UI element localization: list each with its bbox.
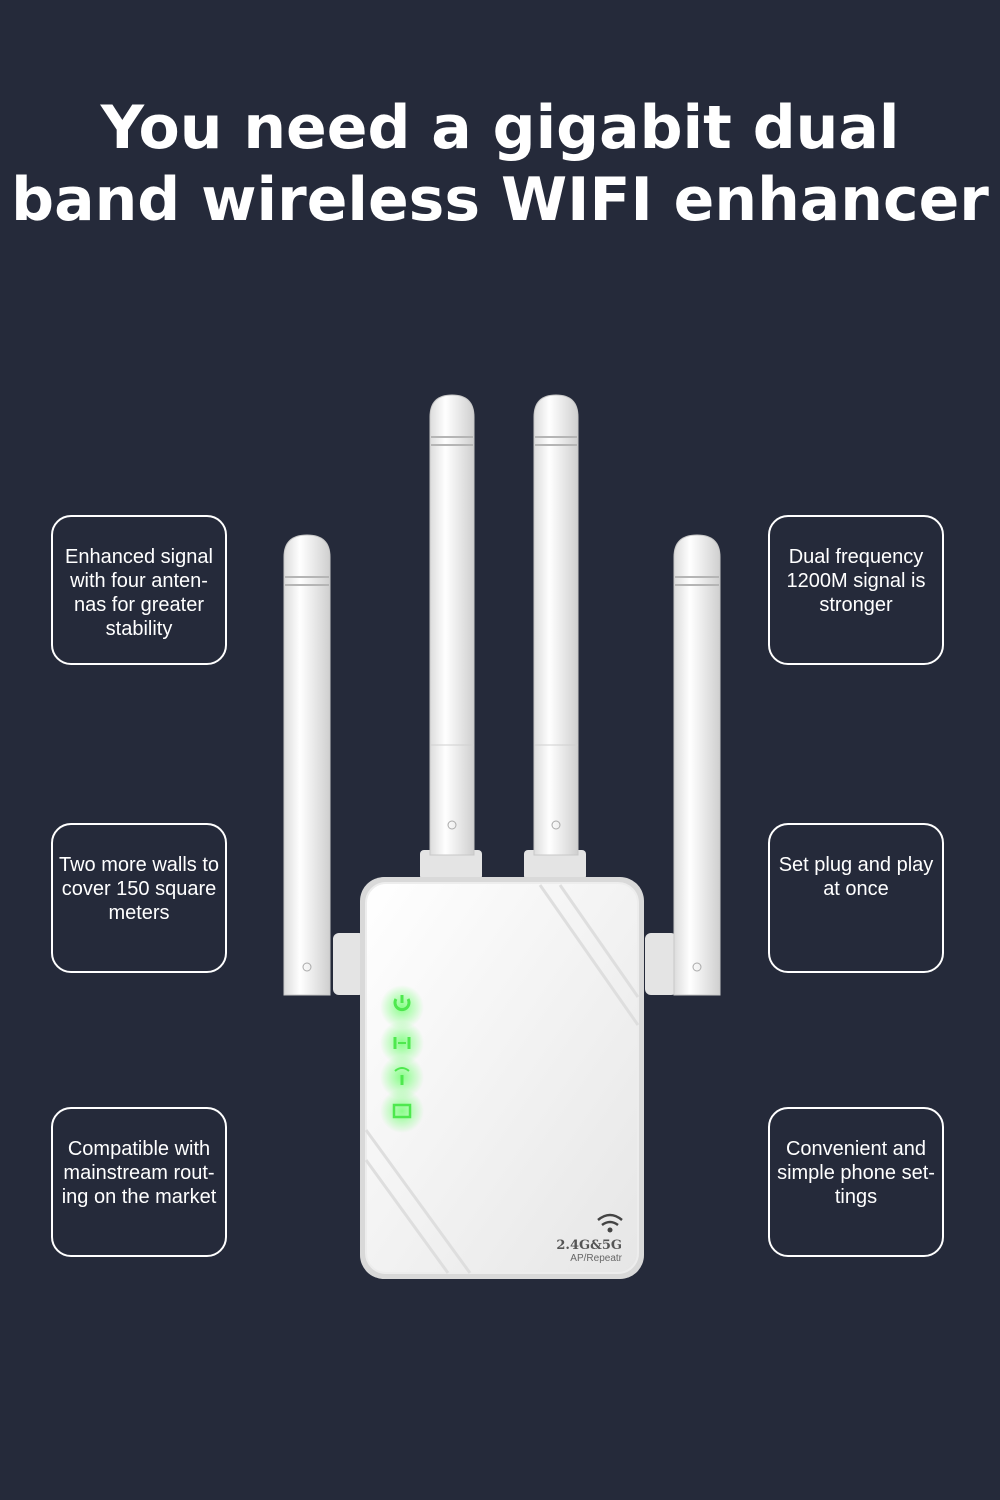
status-leds bbox=[380, 985, 424, 1133]
antenna-left bbox=[283, 534, 365, 996]
feature-box-dual-frequency: Dual frequency 1200M signal is stronger bbox=[768, 515, 944, 665]
headline-line-2: band wireless WIFI enhancer bbox=[11, 165, 989, 235]
power-icon bbox=[393, 995, 411, 1012]
feature-box-four-antennas: Enhanced signal with four anten- nas for… bbox=[51, 515, 227, 665]
feature-box-phone-settings: Convenient and simple phone set- tings bbox=[768, 1107, 944, 1257]
feature-box-coverage: Two more walls to cover 150 square meter… bbox=[51, 823, 227, 973]
mode-label: AP/Repeatr bbox=[570, 1253, 622, 1264]
signal-icon bbox=[394, 1067, 410, 1085]
antenna-center-left bbox=[420, 394, 482, 880]
headline: You need a gigabit dual band wireless WI… bbox=[0, 92, 1000, 236]
headline-line-1: You need a gigabit dual bbox=[100, 93, 900, 163]
device-body bbox=[360, 877, 644, 1279]
wifi-extender-device: 2.4G&5G AP/Repeatr bbox=[270, 385, 740, 1295]
antenna-center-right bbox=[524, 394, 586, 880]
antenna-right bbox=[645, 534, 721, 996]
lan-icon bbox=[392, 1103, 412, 1119]
band-label: 2.4G&5G bbox=[556, 1238, 622, 1253]
feature-box-plug-and-play: Set plug and play at once bbox=[768, 823, 944, 973]
feature-box-compatibility: Compatible with mainstream rout- ing on … bbox=[51, 1107, 227, 1257]
wifi-icon bbox=[597, 1213, 623, 1233]
repeater-icon bbox=[393, 1037, 411, 1049]
